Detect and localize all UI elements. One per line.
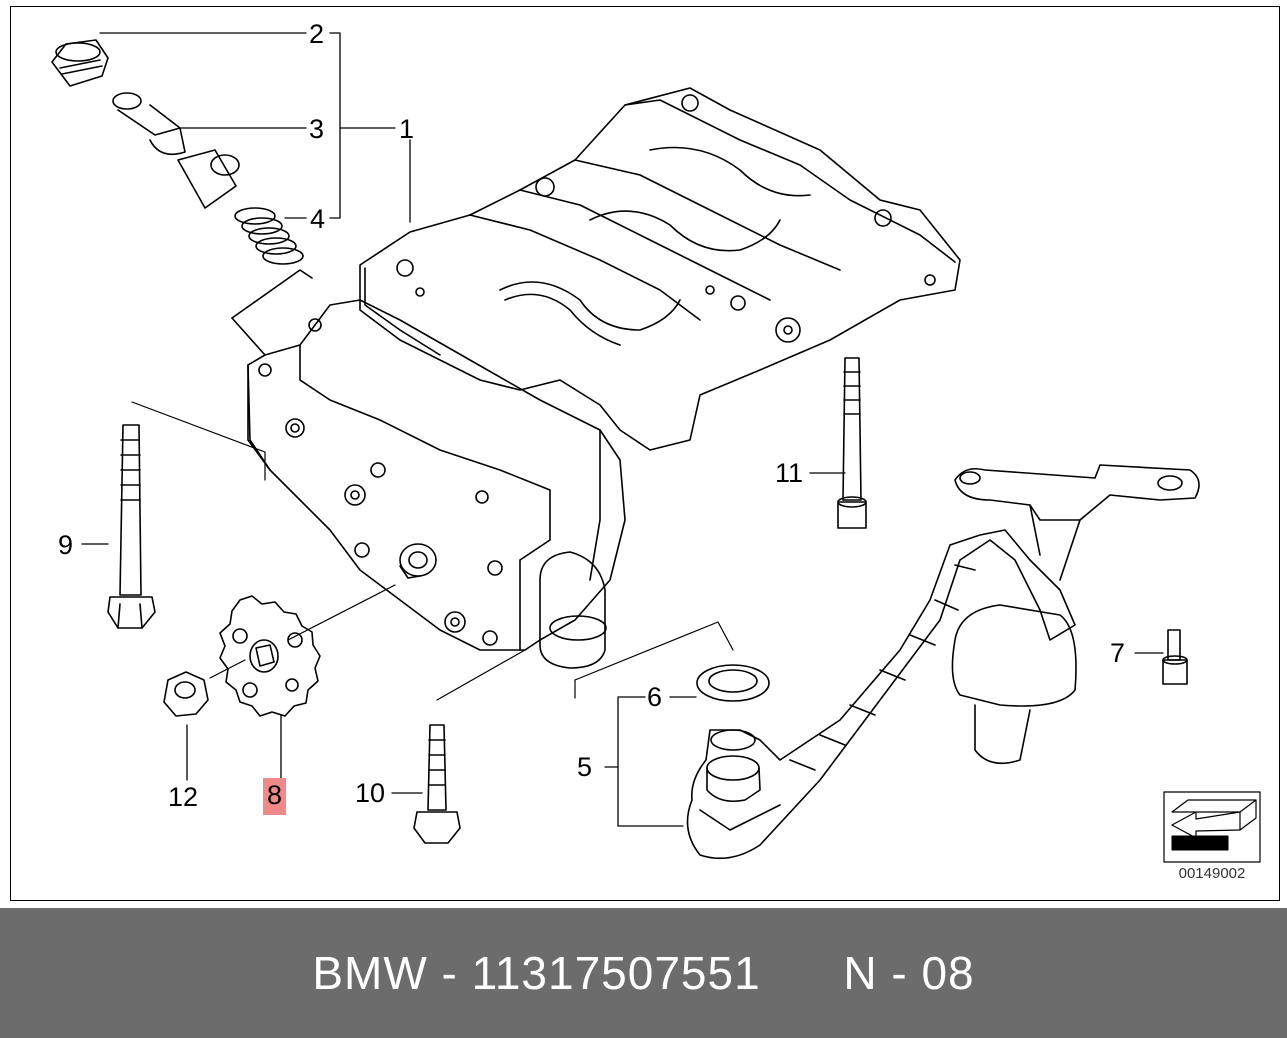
footer-text: BMW - 11317507551 N - 08 (312, 946, 974, 1000)
footer-brand: BMW (312, 947, 428, 999)
callout-9: 9 (58, 530, 74, 560)
valve-guide-line (231, 317, 266, 356)
callout-11: 11 (775, 458, 804, 488)
callout-12: 12 (168, 782, 199, 812)
diagram-reference-code: 00149002 (1178, 865, 1246, 882)
callout-2: 2 (309, 19, 325, 49)
relief-valve-plug (51, 39, 109, 87)
footer-part-number: 11317507551 (471, 947, 761, 999)
bolt-10-dash-line (436, 649, 526, 701)
callout-8-highlighted: 8 (263, 778, 287, 815)
callout-10: 10 (355, 778, 386, 808)
bolt-9-dash-line (131, 401, 266, 481)
sprocket (219, 595, 321, 717)
suction-pipe (686, 464, 1200, 860)
valve-dash-line (231, 269, 313, 319)
leader-lines (81, 32, 1164, 827)
nut (163, 671, 209, 717)
callout-6: 6 (647, 682, 663, 712)
bolt-11 (837, 357, 867, 529)
footer-separator: - (427, 947, 472, 999)
oil-pump-housing (247, 87, 961, 669)
bolt-7 (1162, 629, 1188, 685)
callout-5: 5 (577, 752, 593, 782)
footer-bar: BMW - 11317507551 N - 08 (0, 908, 1287, 1038)
relief-valve-spring (234, 207, 304, 265)
callout-4: 4 (310, 204, 326, 234)
relief-valve-piston (112, 92, 240, 209)
callout-7: 7 (1110, 638, 1126, 668)
footer-variant: N - 08 (843, 947, 975, 999)
bolt-10 (413, 724, 461, 844)
front-direction-icon (1163, 791, 1261, 863)
oil-pump-exploded-view (51, 32, 1261, 863)
bolt-9 (107, 424, 156, 629)
callout-1: 1 (399, 114, 415, 144)
o-ring-dash-line (574, 621, 734, 699)
sprocket-axis-line (209, 584, 396, 679)
o-ring (696, 664, 770, 702)
callout-3: 3 (309, 114, 325, 144)
